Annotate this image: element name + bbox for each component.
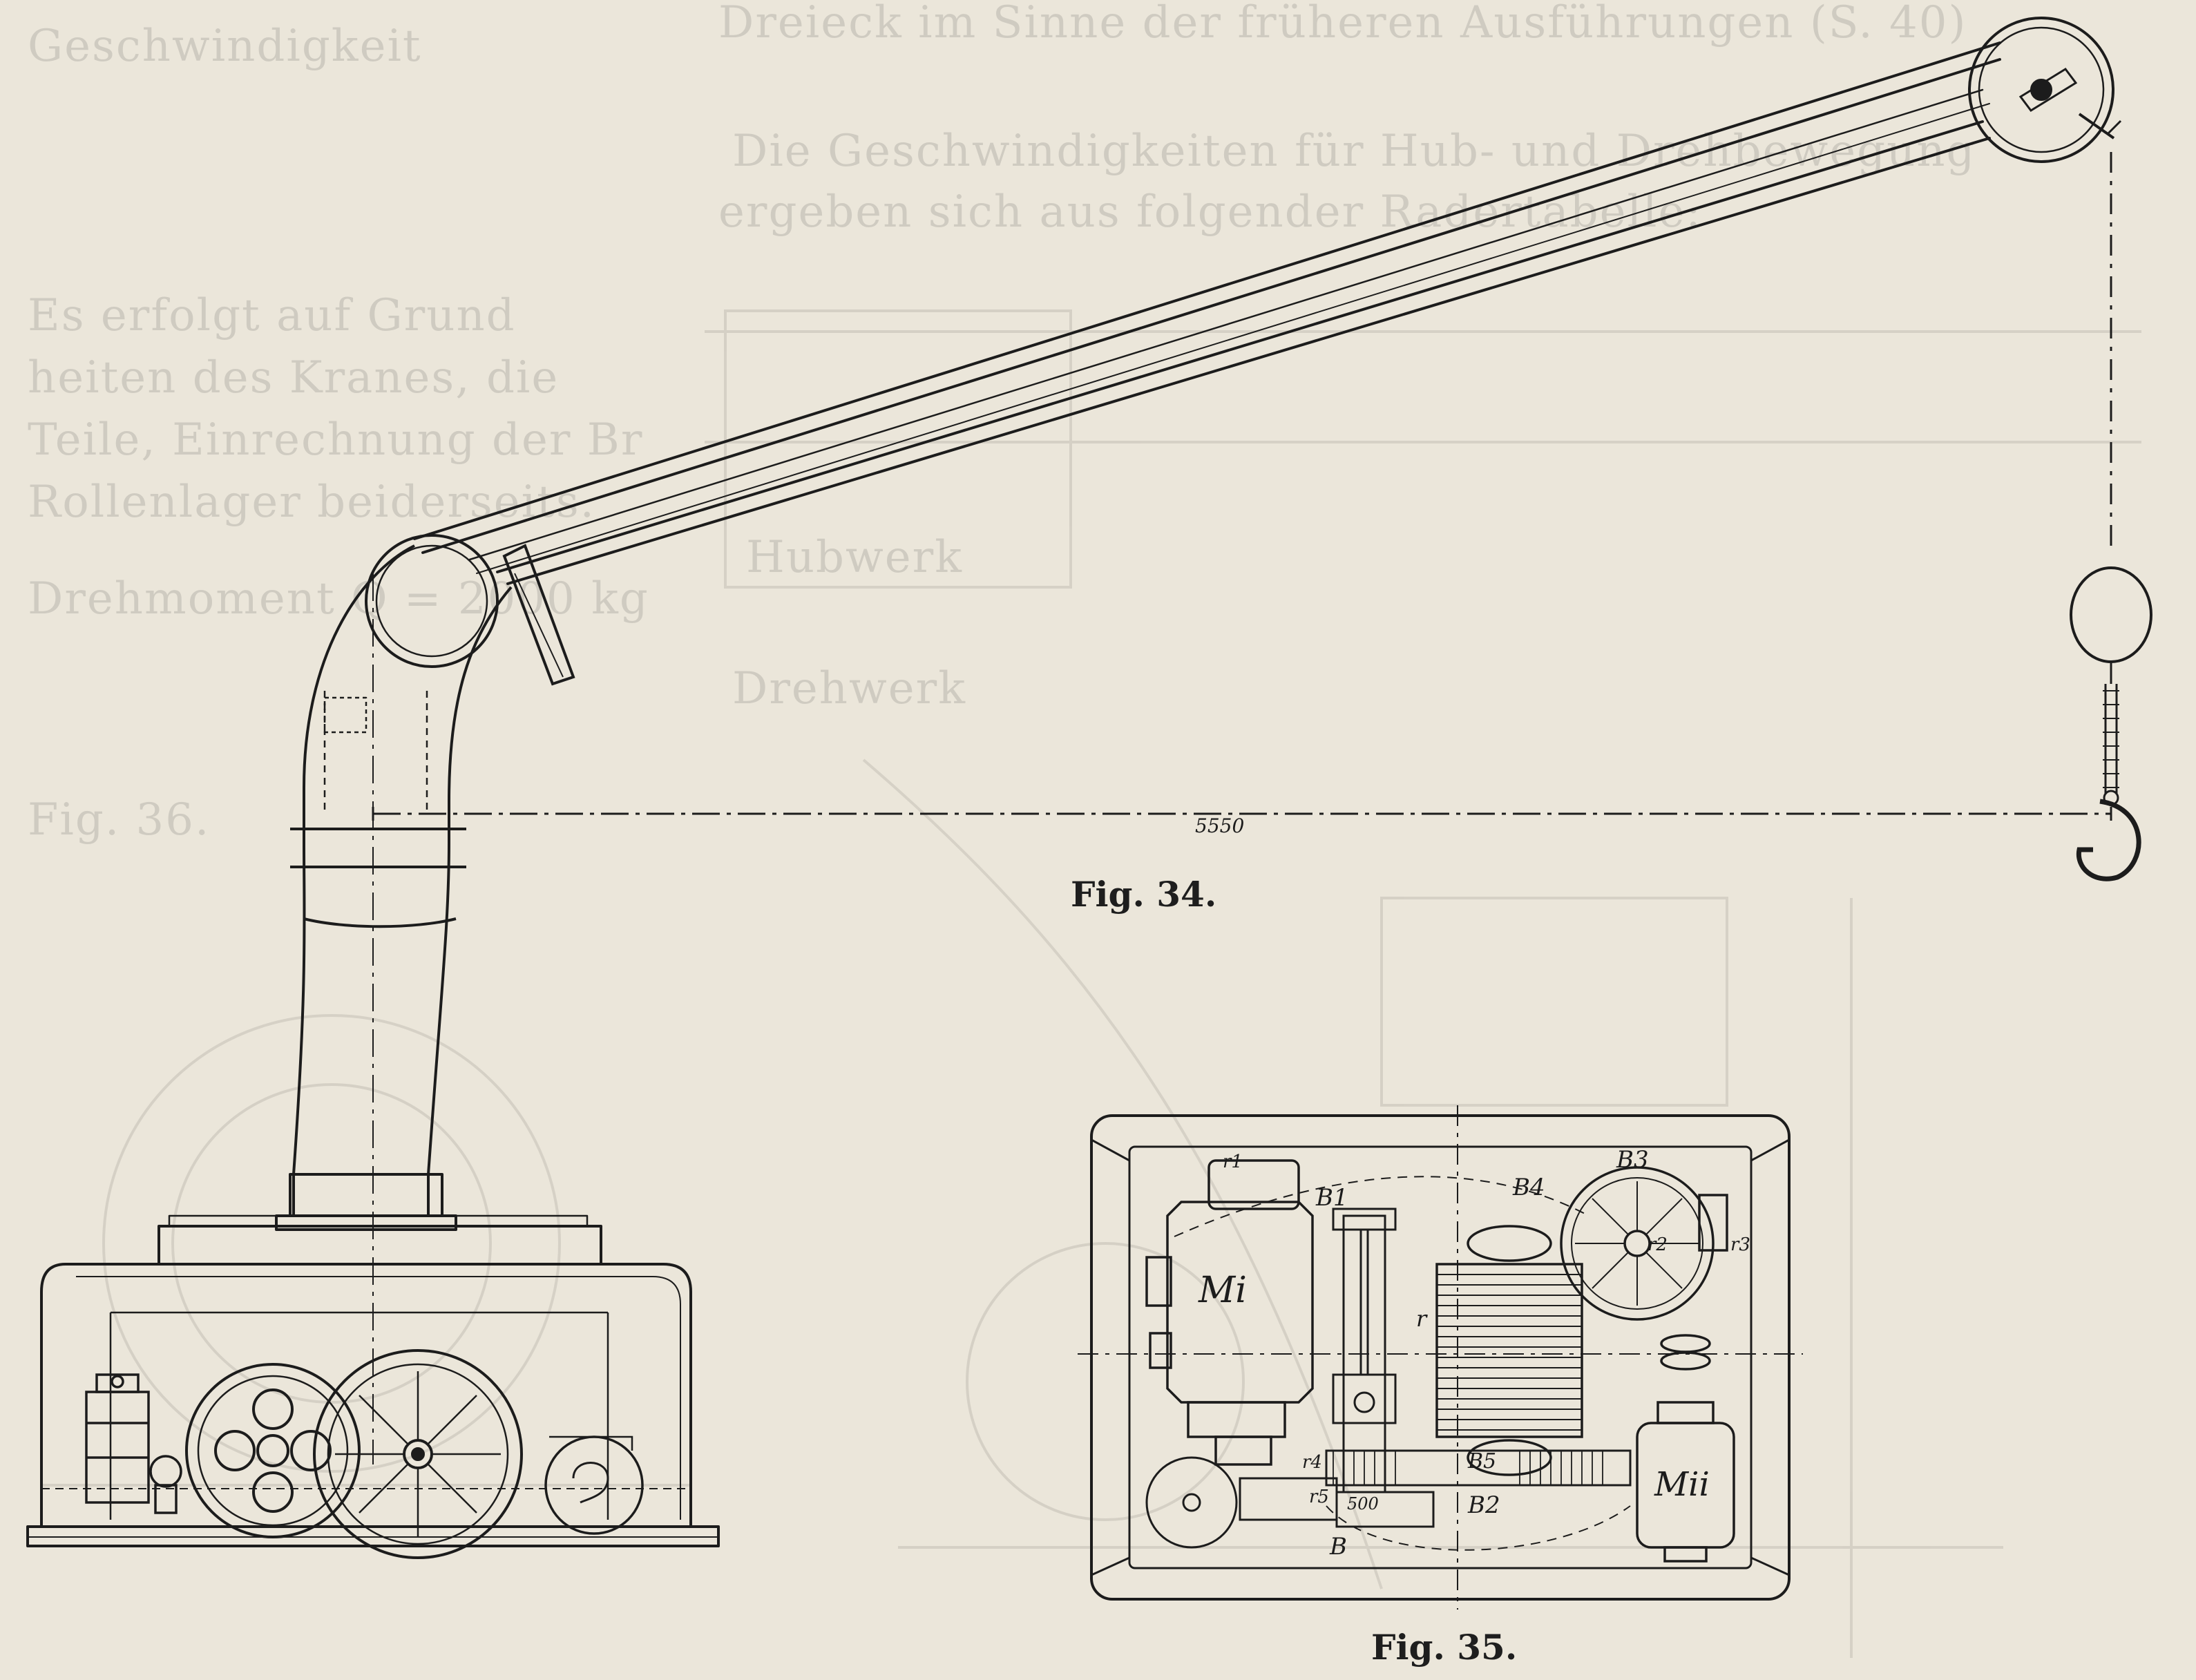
label-brake-1: B1 bbox=[1315, 1184, 1348, 1212]
label-brake-3: B3 bbox=[1616, 1146, 1649, 1174]
bleed-through-line: Rollenlager beiderseits. bbox=[28, 477, 595, 528]
label-drum: r bbox=[1416, 1306, 1428, 1332]
bleed-through-line: Hubwerk bbox=[746, 532, 964, 583]
crane-jib bbox=[413, 41, 2001, 585]
label-motor-2: Mii bbox=[1654, 1465, 1710, 1504]
plan-frame bbox=[1078, 1105, 1803, 1610]
bleed-through-line: ergeben sich aus folgender Radertabelle: bbox=[718, 187, 1702, 238]
plan-worm-wheel bbox=[1560, 1166, 1728, 1321]
label-brake-2: B2 bbox=[1467, 1491, 1500, 1519]
label-brake-main: B bbox=[1329, 1533, 1347, 1560]
jib-head-pulley bbox=[1968, 17, 2122, 163]
plan-labels: Mi Mii B1 B2 B3 B4 B5 B r r1 r2 r3 r4 r5… bbox=[1198, 1146, 1750, 1560]
plan-gear-train bbox=[1145, 1176, 1632, 1551]
bleed-through-line: Dreieck im Sinne der früheren Ausführung… bbox=[718, 0, 1967, 48]
motor-left bbox=[85, 1373, 182, 1514]
label-brake-4: B4 bbox=[1512, 1174, 1545, 1201]
label-motor-1: Mi bbox=[1198, 1270, 1247, 1311]
bleed-through-line: Drehwerk bbox=[732, 663, 967, 714]
figure-34-caption: Fig. 34. bbox=[1071, 874, 1217, 915]
plan-drum bbox=[1435, 1225, 1583, 1476]
figure-35-caption: Fig. 35. bbox=[1371, 1627, 1518, 1668]
machinery-housing bbox=[26, 1214, 720, 1547]
plan-motor-1 bbox=[1145, 1159, 1314, 1466]
jib-foot-pulley bbox=[365, 534, 575, 686]
label-gear-ratio: 500 bbox=[1347, 1494, 1379, 1514]
hoist-rope-and-hook bbox=[2070, 152, 2152, 881]
crane-mast bbox=[275, 544, 513, 1464]
bleed-through-line: Fig. 36. bbox=[28, 794, 211, 846]
label-shaft-5: r5 bbox=[1309, 1487, 1329, 1507]
gear-wheels bbox=[185, 1349, 523, 1559]
dimension-label: 5550 bbox=[1195, 814, 1244, 837]
bleed-through-line: Es erfolgt auf Grund bbox=[28, 290, 516, 341]
label-shaft-3: r3 bbox=[1730, 1234, 1750, 1255]
dimension-line bbox=[372, 807, 2112, 821]
motor-right bbox=[544, 1435, 644, 1535]
label-shaft-1: r1 bbox=[1223, 1152, 1243, 1172]
bleed-through-line: heiten des Kranes, die bbox=[28, 352, 560, 403]
label-shaft-4: r4 bbox=[1302, 1452, 1322, 1473]
bleed-through-line: Teile, Einrechnung der Br bbox=[28, 414, 644, 466]
label-brake-5: B5 bbox=[1467, 1449, 1496, 1473]
bleed-through-line: Die Geschwindigkeiten für Hub- und Drehb… bbox=[732, 126, 1976, 177]
plan-motor-2 bbox=[1636, 1334, 1735, 1563]
bleed-through-line: Geschwindigkeit bbox=[28, 21, 422, 72]
label-shaft-2: r2 bbox=[1648, 1234, 1668, 1255]
